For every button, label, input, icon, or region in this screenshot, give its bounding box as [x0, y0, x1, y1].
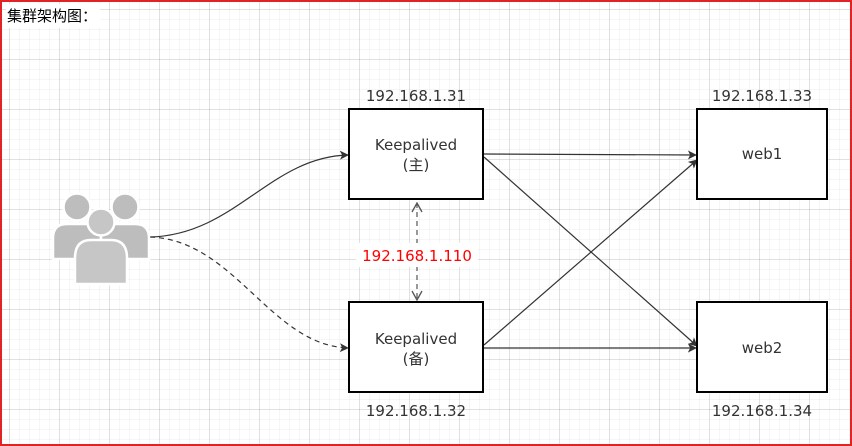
user-front-icon	[73, 207, 129, 286]
keepalived-backup-node: Keepalived (备)	[348, 301, 484, 393]
backup-name-label: Keepalived	[375, 330, 457, 348]
web1-ip-label: 192.168.1.33	[712, 87, 812, 105]
backup-ip-label: 192.168.1.32	[366, 402, 466, 420]
edge-clients-to-master	[149, 150, 349, 238]
web2-ip-label: 192.168.1.34	[712, 402, 812, 420]
backup-role-label: (备)	[403, 350, 430, 368]
web2-node: web2	[696, 301, 828, 393]
vip-label-background	[356, 243, 478, 267]
users-group-icon	[51, 192, 151, 286]
master-ip-label: 192.168.1.31	[366, 87, 466, 105]
edge-master-to-web2	[483, 156, 698, 347]
diagram-title: 集群架构图：	[6, 4, 101, 28]
vip-address-label: 192.168.1.110	[362, 247, 472, 265]
web1-label: web1	[742, 145, 783, 163]
master-role-label: (主)	[403, 156, 430, 174]
master-name-label: Keepalived	[375, 136, 457, 154]
edge-backup-to-web1	[483, 159, 698, 346]
edge-clients-to-backup	[149, 236, 349, 353]
web1-node: web1	[696, 108, 828, 200]
edge-master-to-web1	[483, 150, 697, 160]
web2-label: web2	[742, 339, 783, 357]
keepalived-master-node: Keepalived (主)	[348, 108, 484, 200]
